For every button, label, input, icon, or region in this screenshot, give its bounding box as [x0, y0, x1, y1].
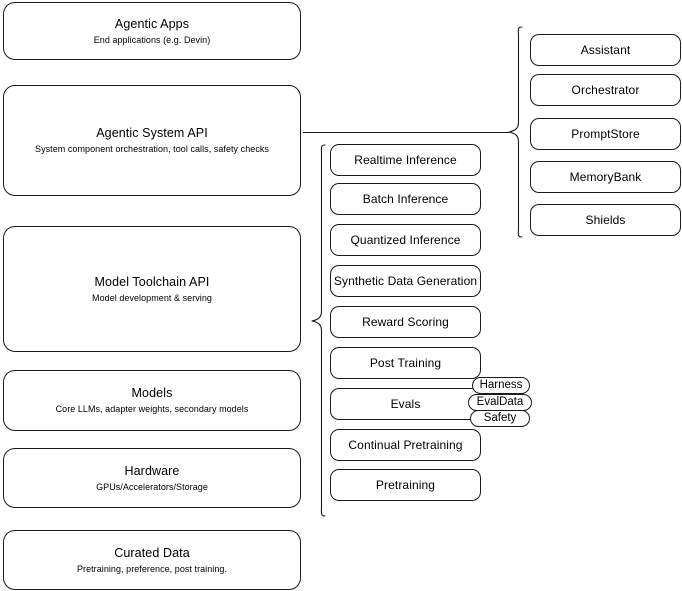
item-label: Evals — [390, 397, 421, 411]
layer-title: Agentic Apps — [114, 16, 190, 31]
system-item-orchestrator[interactable]: Orchestrator — [530, 74, 681, 106]
layer-subtitle: End applications (e.g. Devin) — [93, 34, 211, 45]
item-label: Pretraining — [375, 478, 436, 492]
toolchain-item-batch-inference[interactable]: Batch Inference — [330, 183, 481, 215]
evals-badge-evaldata[interactable]: EvalData — [468, 394, 532, 411]
item-label: Assistant — [580, 43, 631, 57]
layer-subtitle: Pretraining, preference, post training. — [76, 563, 228, 574]
toolchain-item-reward-scoring[interactable]: Reward Scoring — [330, 306, 481, 338]
item-label: PromptStore — [571, 127, 640, 141]
toolchain-item-post-training[interactable]: Post Training — [330, 347, 481, 379]
item-label: Quantized Inference — [350, 233, 461, 247]
layer-title: Models — [131, 386, 173, 400]
layer-title: Curated Data — [114, 545, 190, 560]
stack-layer-agentic-system-api[interactable]: Agentic System API System component orch… — [3, 85, 301, 196]
toolchain-item-continual-pretraining[interactable]: Continual Pretraining — [330, 429, 481, 461]
layer-subtitle: System component orchestration, tool cal… — [35, 144, 269, 154]
stack-layer-models[interactable]: Models Core LLMs, adapter weights, secon… — [3, 370, 301, 431]
evals-badge-harness[interactable]: Harness — [472, 377, 530, 394]
system-item-memorybank[interactable]: MemoryBank — [530, 161, 681, 193]
brace-system-components — [508, 26, 523, 238]
toolchain-item-pretraining[interactable]: Pretraining — [330, 469, 481, 501]
item-label: Synthetic Data Generation — [333, 274, 478, 288]
item-label: Orchestrator — [571, 83, 640, 97]
system-item-assistant[interactable]: Assistant — [530, 34, 681, 66]
item-label: Shields — [585, 213, 626, 227]
connector-system-api-to-components — [303, 132, 509, 134]
system-item-promptstore[interactable]: PromptStore — [530, 118, 681, 150]
item-label: MemoryBank — [569, 170, 642, 184]
item-label: Continual Pretraining — [348, 438, 463, 452]
layer-title: Hardware — [124, 463, 180, 478]
item-label: Realtime Inference — [354, 153, 457, 167]
toolchain-item-realtime-inference[interactable]: Realtime Inference — [330, 144, 481, 176]
layer-title: Agentic System API — [96, 126, 208, 140]
item-label: Post Training — [369, 356, 442, 370]
layer-subtitle: Model development & serving — [92, 292, 212, 303]
toolchain-item-quantized-inference[interactable]: Quantized Inference — [330, 224, 481, 256]
stack-layer-model-toolchain-api[interactable]: Model Toolchain API Model development & … — [3, 226, 301, 352]
item-label: Reward Scoring — [362, 315, 449, 329]
layer-subtitle: GPUs/Accelerators/Storage — [96, 481, 208, 492]
layer-title: Model Toolchain API — [94, 274, 210, 289]
system-item-shields[interactable]: Shields — [530, 204, 681, 236]
layer-subtitle: Core LLMs, adapter weights, secondary mo… — [55, 404, 249, 414]
badge-label: EvalData — [476, 396, 524, 408]
stack-layer-agentic-apps[interactable]: Agentic Apps End applications (e.g. Devi… — [3, 2, 301, 60]
badge-label: Harness — [479, 379, 523, 391]
evals-badge-safety[interactable]: Safety — [470, 410, 530, 427]
badge-label: Safety — [483, 412, 517, 424]
toolchain-item-synthetic-data-generation[interactable]: Synthetic Data Generation — [330, 265, 481, 297]
stack-layer-curated-data[interactable]: Curated Data Pretraining, preference, po… — [3, 530, 301, 590]
brace-toolchain-capabilities — [311, 144, 326, 517]
item-label: Batch Inference — [362, 192, 449, 206]
stack-layer-hardware[interactable]: Hardware GPUs/Accelerators/Storage — [3, 448, 301, 508]
toolchain-item-evals[interactable]: Evals — [330, 388, 481, 420]
